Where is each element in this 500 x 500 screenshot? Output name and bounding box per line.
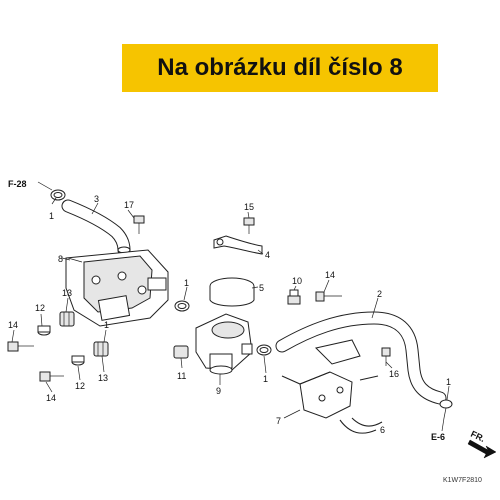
callout-14b: 14 <box>8 320 18 330</box>
bolt-14c <box>39 371 64 382</box>
hose-2 <box>275 311 447 405</box>
part-number-banner: Na obrázku díl číslo 8 <box>122 44 438 92</box>
cap-5 <box>209 277 255 307</box>
leader-lines <box>11 181 450 419</box>
bolt-16 <box>381 347 391 366</box>
callout-1d: 1 <box>263 374 268 384</box>
diagram-code: K1W7F2810 <box>443 477 482 484</box>
bracket-7 <box>299 339 361 419</box>
callout-8: 8 <box>58 254 63 264</box>
nut-13a <box>59 311 75 327</box>
bolt-14b <box>7 341 34 352</box>
nut-10 <box>287 289 301 305</box>
ref-e6: E-6 <box>431 432 445 442</box>
washer-12a <box>37 325 51 336</box>
hose-clip-1a <box>50 189 66 201</box>
callout-11: 11 <box>177 371 186 381</box>
callout-9: 9 <box>216 386 221 396</box>
callout-17: 17 <box>124 200 134 210</box>
callout-13a: 13 <box>62 288 72 298</box>
callout-15: 15 <box>244 202 254 212</box>
callout-6: 6 <box>380 425 385 435</box>
callout-7: 7 <box>276 416 281 426</box>
hose-clip-1c <box>256 344 272 356</box>
hose-clip-1d <box>439 399 453 419</box>
nut-13b <box>93 341 109 357</box>
hose-3 <box>61 199 131 257</box>
callout-12a: 12 <box>35 303 45 313</box>
valve-bracket-8 <box>61 249 169 327</box>
collar-11 <box>173 345 189 359</box>
callout-1c: 1 <box>104 320 109 330</box>
callout-12b: 12 <box>75 381 85 391</box>
bracket-4 <box>213 235 263 255</box>
callout-1e: 1 <box>446 377 451 387</box>
wire-stay-6 <box>281 371 383 434</box>
arrow-right-icon <box>467 439 497 459</box>
bolt-14a <box>315 291 342 302</box>
callout-4: 4 <box>265 250 270 260</box>
callout-3: 3 <box>94 194 99 204</box>
callout-2: 2 <box>377 289 382 299</box>
callout-14a: 14 <box>325 270 335 280</box>
bolt-15 <box>243 217 255 234</box>
valve-9 <box>195 313 253 375</box>
callout-16: 16 <box>389 369 399 379</box>
front-direction-arrow: FR. <box>467 429 497 459</box>
bolt-17 <box>133 215 145 234</box>
ref-f28: F-28 <box>8 179 27 189</box>
callout-5: 5 <box>259 283 264 293</box>
callout-1a: 1 <box>49 211 54 221</box>
callout-14c: 14 <box>46 393 56 403</box>
callout-10: 10 <box>292 276 302 286</box>
washer-12b <box>71 355 85 366</box>
callout-1b: 1 <box>184 278 189 288</box>
hose-clip-1b <box>174 300 190 312</box>
callout-13b: 13 <box>98 373 108 383</box>
